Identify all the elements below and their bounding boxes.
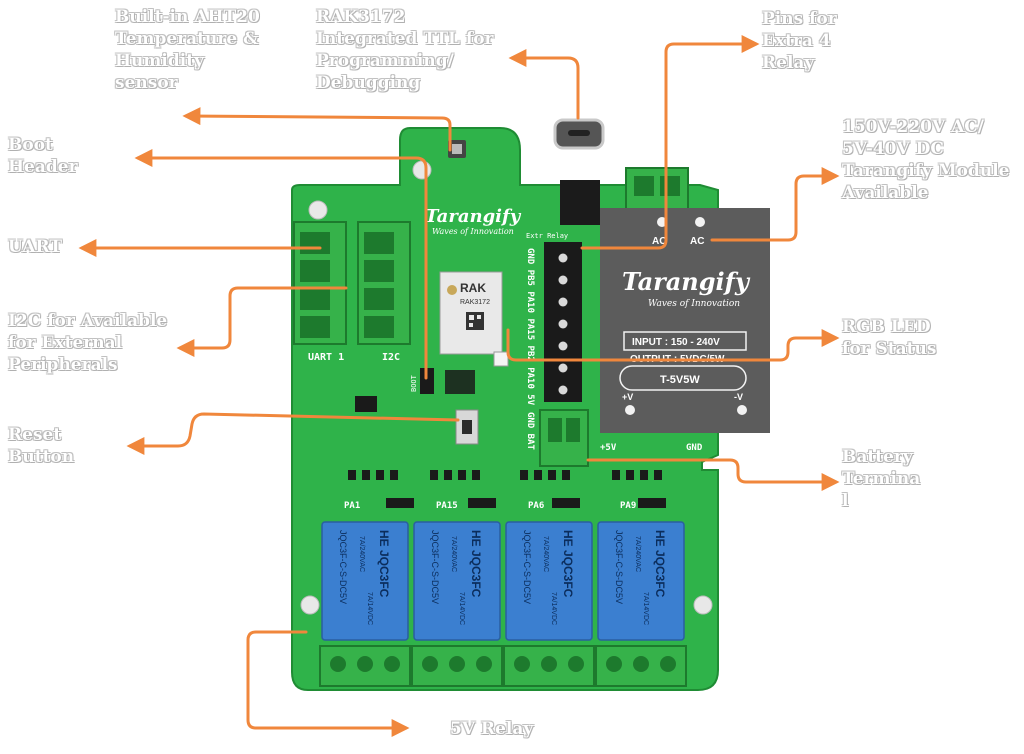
label-battery: Battery Termina l (842, 447, 921, 511)
led-row (348, 470, 662, 480)
relay-body (505, 521, 593, 641)
relay-rating-1: 7A/240VAC (450, 536, 457, 572)
label-aht20: Built-in AHT20 Temperature & Humidity se… (115, 7, 260, 93)
arrow-relay (246, 630, 410, 737)
relay-rating-1: 7A/240VAC (358, 536, 365, 572)
mounting-hole (412, 160, 432, 180)
relay-pin-label: PA9 (620, 501, 636, 511)
arrow-ac-module (710, 167, 840, 242)
relay-brand: HE JQC3FC (561, 530, 575, 598)
relay-rating-2: 7A/14VDC (366, 592, 373, 625)
arrow-i2c (176, 286, 348, 357)
relay-brand: HE JQC3FC (653, 530, 667, 598)
label-reset: Reset Button (8, 425, 75, 467)
rak-brand: RAK (460, 281, 486, 295)
label-i2c: I2C for Available for External Periphera… (8, 311, 168, 375)
label-ac-module: 150V-220V AC/ 5V-40V DC Tarangify Module… (842, 117, 1010, 203)
uart1-silk: UART 1 (308, 352, 344, 363)
uart-terminal (293, 221, 347, 345)
relay-brand: HE JQC3FC (377, 530, 391, 598)
terminal-screw (449, 656, 465, 672)
module-input: INPUT : 150 - 240V (632, 337, 720, 348)
mounting-hole (693, 595, 713, 615)
i2c-silk: I2C (382, 352, 400, 363)
arrow-boot (134, 149, 428, 380)
relay-pin-label: PA1 (344, 501, 360, 511)
module-minus-v: -V (734, 392, 743, 402)
module-ac1: AC (652, 236, 666, 247)
label-boot: Boot Header (8, 135, 78, 177)
rgb-led (493, 351, 509, 367)
relay-part: JQC3F-C-S-DC5V (430, 530, 440, 604)
terminal-screw (541, 656, 557, 672)
label-uart: UART (8, 237, 62, 257)
rak-qr-code (466, 312, 484, 330)
gnd-bat-silk: GND BAT (525, 412, 535, 451)
boot-header (420, 368, 434, 394)
power-module (600, 208, 770, 433)
relay-body (321, 521, 409, 641)
terminal-screw (514, 656, 530, 672)
relay-pin-label: PA15 (436, 501, 458, 511)
smd-transistor (355, 396, 377, 412)
gnd-silk: GND (686, 443, 703, 453)
board-brand: Tarangify (425, 206, 522, 227)
ttl-chip (560, 180, 600, 225)
label-relay5v: 5V Relay (450, 719, 534, 739)
relay-brand: HE JQC3FC (469, 530, 483, 598)
module-plus-v: +V (622, 392, 633, 402)
terminal-screw (476, 656, 492, 672)
relay-rating-2: 7A/14VDC (642, 592, 649, 625)
rak-model: RAK3172 (460, 299, 490, 306)
module-model: T-5V5W (660, 374, 700, 386)
relay-rating-2: 7A/14VDC (458, 592, 465, 625)
terminal-screw (330, 656, 346, 672)
arrow-rgb (506, 328, 840, 362)
diode-row (386, 498, 666, 508)
module-ac2: AC (690, 236, 704, 247)
terminal-screw (633, 656, 649, 672)
board-tagline: Waves of Innovation (432, 227, 514, 236)
arrow-battery (586, 458, 840, 491)
terminal-screw (568, 656, 584, 672)
module-tagline: Waves of Innovation (648, 299, 740, 309)
relay-rating-1: 7A/240VAC (634, 536, 641, 572)
arrow-reset (126, 412, 460, 455)
battery-terminal (539, 409, 589, 467)
relay-part: JQC3F-C-S-DC5V (614, 530, 624, 604)
arrow-rak3172 (508, 49, 580, 120)
label-rak3172: RAK3172 Integrated TTL for Programming/ … (316, 7, 494, 93)
relay-rating-2: 7A/14VDC (550, 592, 557, 625)
arrow-pins-relay (580, 35, 760, 250)
mounting-hole (308, 200, 328, 220)
relay-rating-1: 7A/240VAC (542, 536, 549, 572)
relay-pin-label: PA6 (528, 501, 544, 511)
terminal-screw (606, 656, 622, 672)
boot-silk: BOOT (410, 374, 418, 392)
relay-part: JQC3F-C-S-DC5V (522, 530, 532, 604)
arrow-aht20 (182, 107, 452, 152)
relay-body (413, 521, 501, 641)
header-pins-silk: GND PB5 PA10 PA15 PB2 PA10 5V (525, 248, 535, 406)
mounting-hole (300, 595, 320, 615)
plus5v-silk: +5V (600, 443, 617, 453)
ext-relay-silk: Extr Relay (526, 232, 568, 240)
terminal-screw (422, 656, 438, 672)
module-brand: Tarangify (622, 267, 751, 296)
relay-group: PA1 HE JQC3FC JQC3F-C-S-DC5V 7A/240VAC 7A/14… (319, 501, 687, 687)
label-pins-relay: Pins for Extra 4 Relay (762, 9, 837, 73)
relay-part: JQC3F-C-S-DC5V (338, 530, 348, 604)
relay-body (597, 521, 685, 641)
terminal-screw (384, 656, 400, 672)
terminal-screw (660, 656, 676, 672)
ac-terminal (625, 167, 689, 213)
terminal-screw (357, 656, 373, 672)
i2c-terminal (357, 221, 411, 345)
label-rgb: RGB LED for Status (842, 317, 937, 359)
